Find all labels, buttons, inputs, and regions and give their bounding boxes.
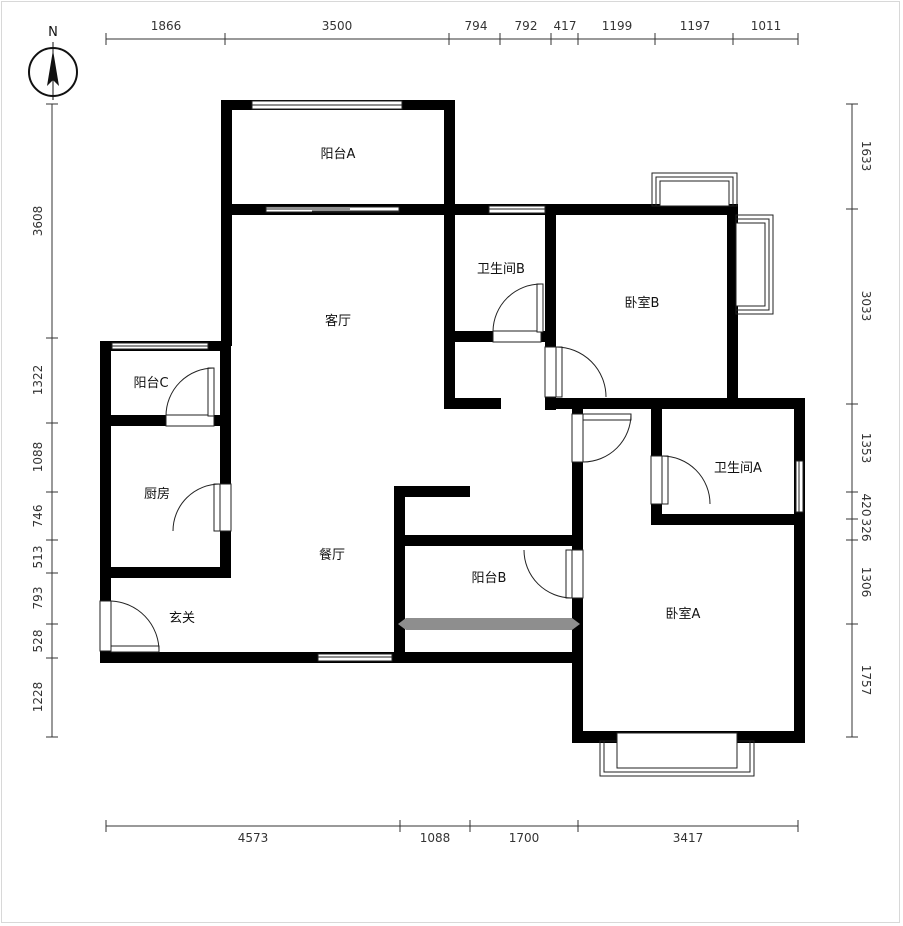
room-label-balcony-b: 阳台B [472, 571, 507, 586]
dim-bottom-label: 1088 [420, 831, 451, 845]
dim-bottom-label: 3417 [673, 831, 704, 845]
dim-bottom-label: 4573 [238, 831, 269, 845]
dim-left-label: 1088 [31, 442, 45, 473]
dim-left-label: 793 [31, 587, 45, 610]
dim-right-label: 326 [859, 519, 873, 542]
bay-window-bedroom-b-right [735, 214, 774, 315]
dimension-labels-bottom: 4573 1088 1700 3417 [238, 831, 704, 845]
windows [111, 100, 804, 662]
room-label-bedroom-b: 卧室B [625, 295, 660, 311]
dim-right-label: 1757 [859, 665, 873, 696]
room-label-living: 客厅 [325, 313, 351, 329]
dim-left-label: 746 [31, 505, 45, 528]
bay-windows [599, 172, 774, 777]
compass-label: N [48, 25, 58, 40]
compass-needle [47, 50, 59, 86]
dim-right-label: 3033 [859, 291, 873, 322]
dim-bottom-label: 1700 [509, 831, 540, 845]
door-bath-a [650, 455, 711, 505]
room-label-balcony-a: 阳台A [321, 147, 356, 162]
dim-top-label: 1197 [680, 19, 711, 33]
dim-left-label: 513 [31, 546, 45, 569]
dimension-labels-top: 1866 3500 794 792 417 1199 1197 1011 [151, 19, 782, 33]
room-label-balcony-c: 阳台C [133, 376, 168, 391]
dim-right-label: 1306 [859, 567, 873, 598]
dimension-labels-right: 1633 3033 1353 420 326 1306 1757 [859, 141, 873, 696]
dim-top-label: 1199 [602, 19, 633, 33]
room-label-kitchen: 厨房 [144, 486, 170, 502]
room-label-dining: 餐厅 [319, 547, 345, 563]
dim-top-label: 1011 [751, 19, 782, 33]
door-entry [99, 600, 160, 653]
dim-right-label: 420 [859, 494, 873, 517]
dim-top-label: 3500 [322, 19, 353, 33]
room-label-bedroom-a: 卧室A [666, 606, 701, 622]
door-bath-b [492, 283, 544, 343]
door-kitchen [172, 483, 232, 532]
room-label-bath-b: 卫生间B [477, 262, 525, 277]
dim-right-label: 1353 [859, 433, 873, 464]
dim-top-label: 417 [554, 19, 577, 33]
dim-top-label: 1866 [151, 19, 182, 33]
dim-left-label: 528 [31, 630, 45, 653]
dim-left-label: 1322 [31, 365, 45, 396]
bay-window-bedroom-b-top [651, 172, 738, 207]
dim-left-label: 1228 [31, 682, 45, 713]
room-label-entry: 玄关 [169, 611, 195, 626]
dim-top-label: 794 [465, 19, 488, 33]
door-balcony-c [165, 367, 215, 427]
doors [99, 283, 711, 653]
balcony-b-rail [398, 618, 580, 630]
dim-left-label: 3608 [31, 206, 45, 237]
dimension-labels-left: 3608 1322 1088 746 513 793 528 1228 [31, 206, 45, 713]
room-label-bath-a: 卫生间A [714, 461, 762, 476]
dimension-lines [46, 33, 858, 832]
bay-window-bedroom-a [599, 732, 755, 777]
dim-top-label: 792 [515, 19, 538, 33]
door-bedroom-a [571, 413, 632, 463]
dim-right-label: 1633 [859, 141, 873, 172]
door-balcony-b [523, 549, 584, 599]
door-bedroom-b [544, 346, 607, 398]
room-labels: 阳台A 客厅 卫生间B 卧室B 阳台C 厨房 餐厅 玄关 阳台B 卫生间A 卧室… [133, 147, 762, 626]
compass: N [28, 25, 78, 100]
